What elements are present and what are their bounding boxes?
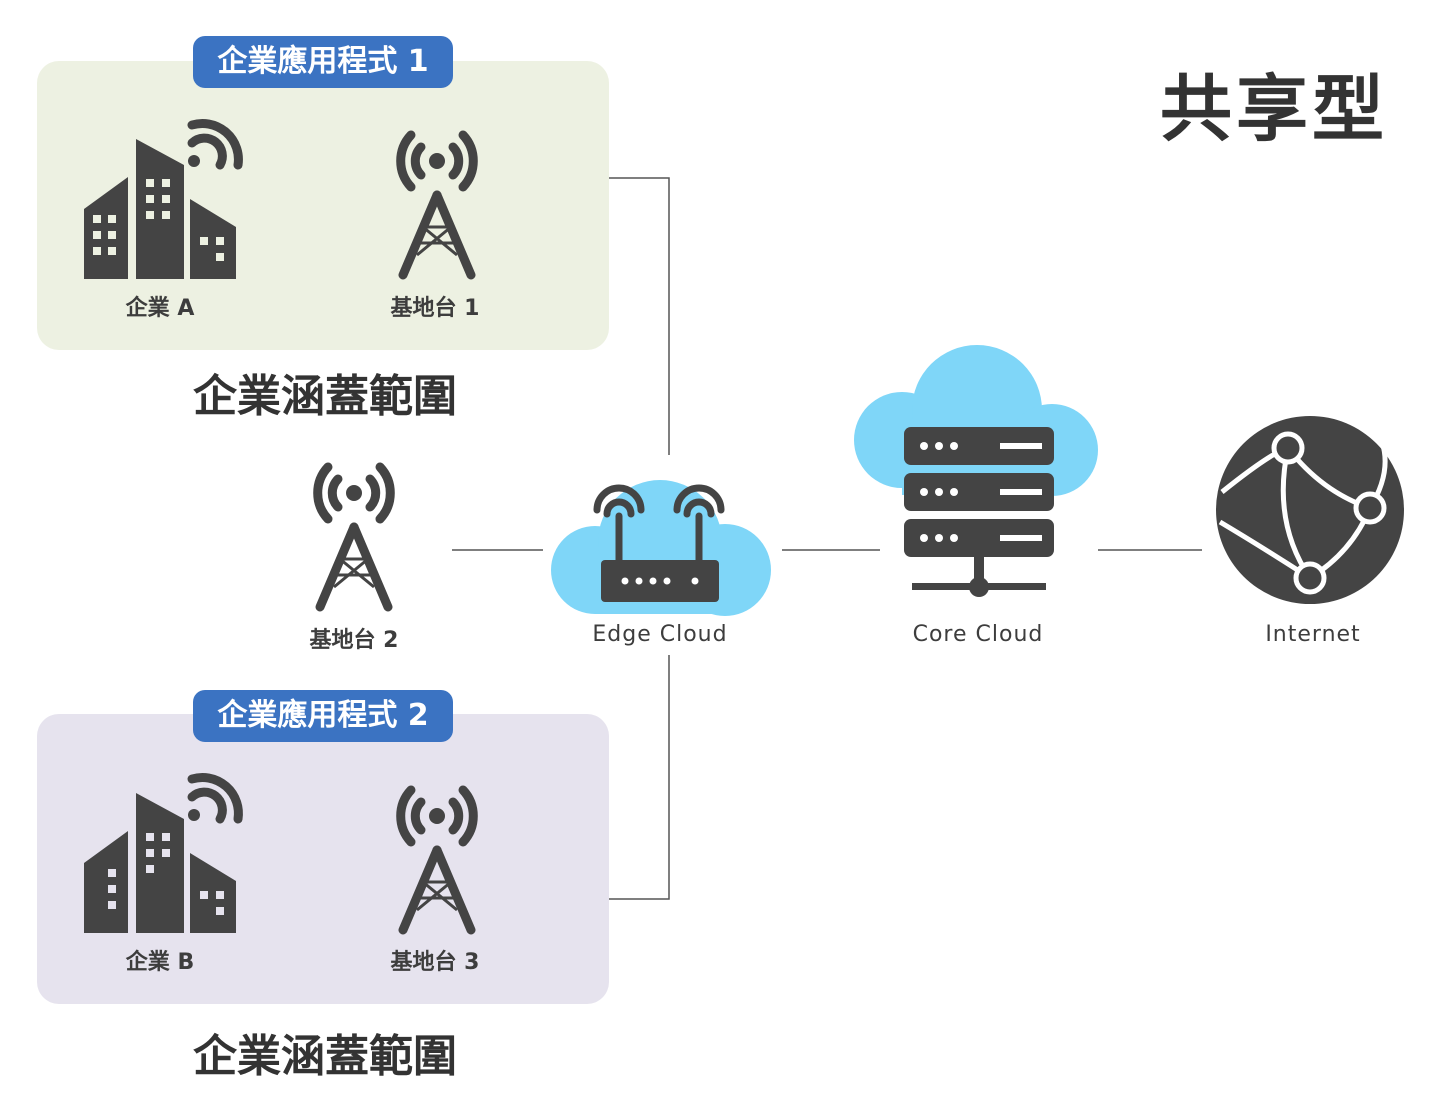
router-icon — [551, 480, 771, 616]
edge-cloud-label: Edge Cloud — [592, 622, 728, 647]
station-3-label: 基地台 3 — [390, 950, 480, 975]
page-title: 共享型 — [1160, 67, 1389, 151]
station-1-label: 基地台 1 — [390, 296, 480, 321]
enterprise-app-badge-1: 企業應用程式 1 — [193, 36, 453, 88]
internet-label: Internet — [1265, 622, 1361, 647]
line-zone-b-to-edge — [609, 655, 670, 900]
enterprise-app-badge-2: 企業應用程式 2 — [193, 690, 453, 742]
building-wifi-icon — [84, 772, 243, 933]
station-2-label: 基地台 2 — [309, 628, 399, 653]
line-zone-a-to-edge — [609, 177, 670, 455]
cell-tower-icon — [313, 462, 395, 612]
core-cloud-label: Core Cloud — [912, 622, 1044, 647]
coverage-label-b: 企業涵蓋範圍 — [193, 1031, 457, 1082]
cell-tower-icon — [396, 130, 478, 280]
enterprise-zone-b — [37, 714, 609, 1004]
enterprise-b-label: 企業 B — [125, 950, 195, 975]
enterprise-a-label: 企業 A — [125, 296, 195, 321]
server-icon — [854, 345, 1098, 597]
globe-network-icon — [1216, 416, 1404, 604]
coverage-label-a: 企業涵蓋範圍 — [193, 371, 457, 422]
enterprise-zone-a — [37, 61, 609, 350]
building-wifi-icon — [84, 118, 243, 279]
cell-tower-icon — [396, 785, 478, 935]
